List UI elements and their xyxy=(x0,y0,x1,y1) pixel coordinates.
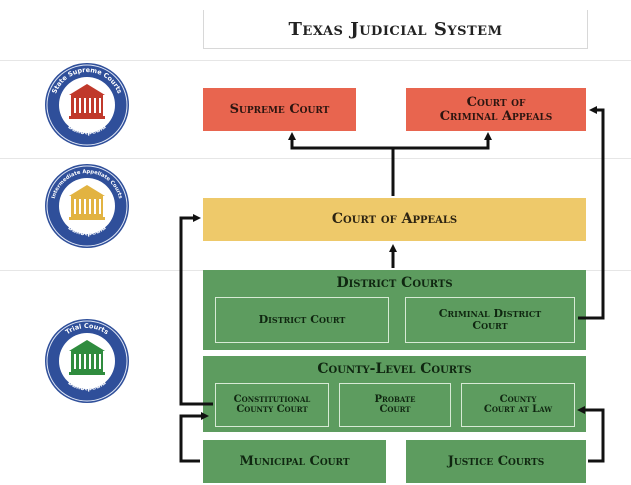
county-at-law-label-line1: County xyxy=(499,393,537,405)
district-courts-panel: District Courts District Court Criminal … xyxy=(203,270,586,350)
appellate-courts-seal: Intermediate Appellate Courts Ballotpedi… xyxy=(44,163,130,249)
probate-court-box: Probate Court xyxy=(339,383,451,427)
arrow-to-criminal-appeals xyxy=(393,132,492,150)
district-courts-header: District Courts xyxy=(336,275,453,291)
trial-courts-seal: Trial Courts Ballotpedia xyxy=(44,318,130,404)
constitutional-label-line2: County Court xyxy=(236,404,308,415)
arrow-municipal-to-constitutional xyxy=(179,412,209,463)
criminal-district-label-line2: Court xyxy=(472,319,508,332)
criminal-appeals-box: Court of Criminal Appeals xyxy=(406,88,586,131)
arrow-to-supreme-court xyxy=(288,132,393,150)
probate-label-line2: Court xyxy=(379,404,411,415)
municipal-court-label: Municipal Court xyxy=(239,454,350,469)
county-level-courts-header: County-Level Courts xyxy=(317,361,472,377)
arrow-criminal-district-to-cca xyxy=(578,106,605,320)
criminal-district-court-box: Criminal District Court xyxy=(405,297,575,343)
supreme-court-label: Supreme Court xyxy=(229,101,330,117)
county-court-at-law-box: County Court at Law xyxy=(461,383,575,427)
criminal-appeals-label-line2: Criminal Appeals xyxy=(439,108,553,124)
band-divider-middle xyxy=(0,158,631,159)
criminal-appeals-label-line1: Court of xyxy=(466,94,526,110)
court-of-appeals-label: Court of Appeals xyxy=(331,211,458,228)
arrow-constitutional-to-appeals xyxy=(179,214,213,406)
district-court-box: District Court xyxy=(215,297,389,343)
band-divider-top xyxy=(0,60,631,61)
supreme-court-box: Supreme Court xyxy=(203,88,356,131)
county-at-law-label-line2: Court at Law xyxy=(483,404,553,415)
municipal-court-box: Municipal Court xyxy=(203,440,386,483)
justice-courts-label: Justice Courts xyxy=(447,454,545,469)
justice-courts-box: Justice Courts xyxy=(406,440,586,483)
county-level-courts-panel: County-Level Courts Constitutional Count… xyxy=(203,356,586,432)
arrow-justice-to-county-at-law xyxy=(577,406,605,463)
court-of-appeals-box: Court of Appeals xyxy=(203,198,586,241)
supreme-courts-seal: State Supreme Courts Ballotpedia xyxy=(44,62,130,148)
criminal-district-label-line1: Criminal District xyxy=(438,307,542,321)
diagram-title: Texas Judicial System xyxy=(203,10,588,49)
probate-label-line1: Probate xyxy=(374,393,416,405)
district-court-label: District Court xyxy=(258,313,346,327)
constitutional-county-court-box: Constitutional County Court xyxy=(215,383,329,427)
constitutional-label-line1: Constitutional xyxy=(233,393,311,405)
